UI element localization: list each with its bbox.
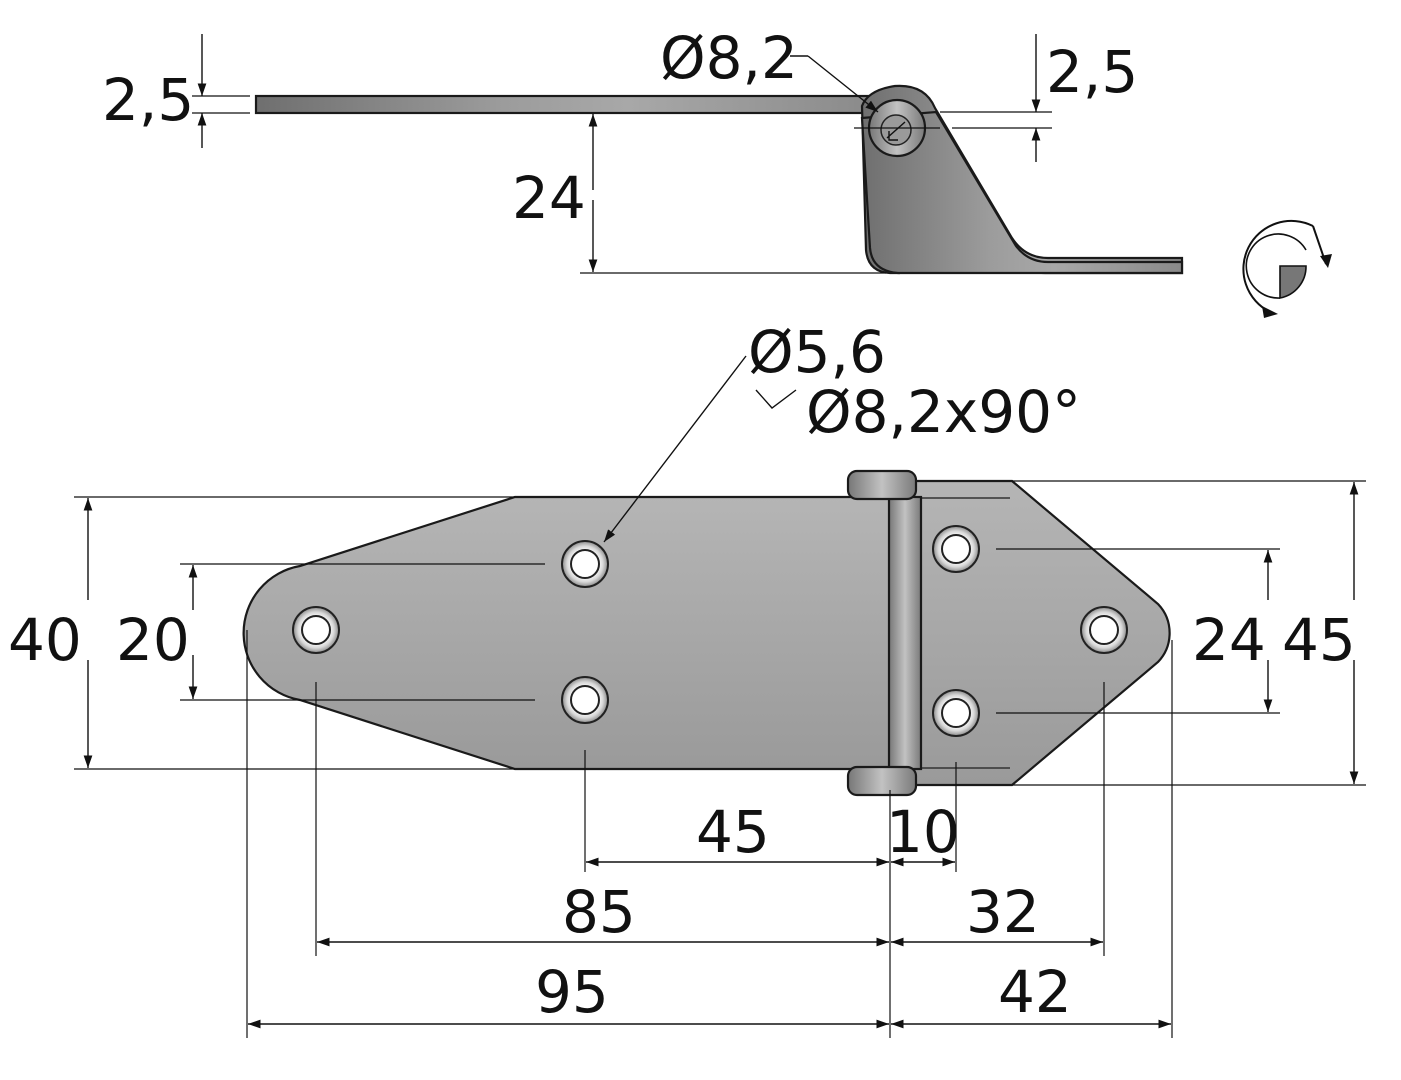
left-leaf: [242, 495, 892, 771]
dim-thickness-left: 2,5: [102, 66, 194, 134]
side-view: 2,5 Ø8,2 2,5 24: [102, 24, 1184, 275]
dim-right-holes-span: 32: [966, 878, 1040, 946]
countersink-symbol: [755, 389, 797, 409]
dim-left-hole-spacing: 20: [116, 606, 190, 674]
dim-right-leaf-length: 42: [998, 958, 1072, 1026]
hole: [1080, 606, 1128, 654]
side-left-leaf: [254, 94, 878, 115]
leader-line: [603, 355, 747, 543]
rotation-view-icon: [1242, 219, 1332, 318]
dim-left-leaf-length: 95: [535, 958, 609, 1026]
dim-left-holes-span: 85: [562, 878, 636, 946]
hole: [292, 606, 340, 654]
side-pin-mark: [886, 121, 906, 141]
knuckle-top: [846, 469, 918, 501]
dim-thickness-right: 2,5: [1046, 38, 1138, 106]
dim-right-height: 45: [1282, 606, 1356, 674]
dim-hole-to-pin: 45: [696, 798, 770, 866]
dim-countersink: Ø8,2x90°: [806, 378, 1081, 446]
hole: [561, 676, 609, 724]
dim-left-height: 40: [8, 606, 82, 674]
dim-right-hole-spacing: 24: [1192, 606, 1266, 674]
leader-line: [807, 55, 879, 113]
dim-offset-height: 24: [512, 164, 586, 232]
knuckle-barrel: [887, 495, 923, 771]
hole: [561, 540, 609, 588]
right-leaf: [898, 479, 1171, 787]
hole: [932, 689, 980, 737]
side-right-leaf-body: [860, 110, 1184, 275]
hole: [932, 525, 980, 573]
dim-pin-to-hole: 10: [886, 798, 960, 866]
dim-pin-diameter: Ø8,2: [660, 24, 798, 92]
top-view: Ø5,6 Ø8,2x90° 40 20 24 45: [8, 318, 1366, 1038]
knuckle-bottom: [846, 765, 918, 797]
dim-hole-diameter: Ø5,6: [748, 318, 886, 386]
